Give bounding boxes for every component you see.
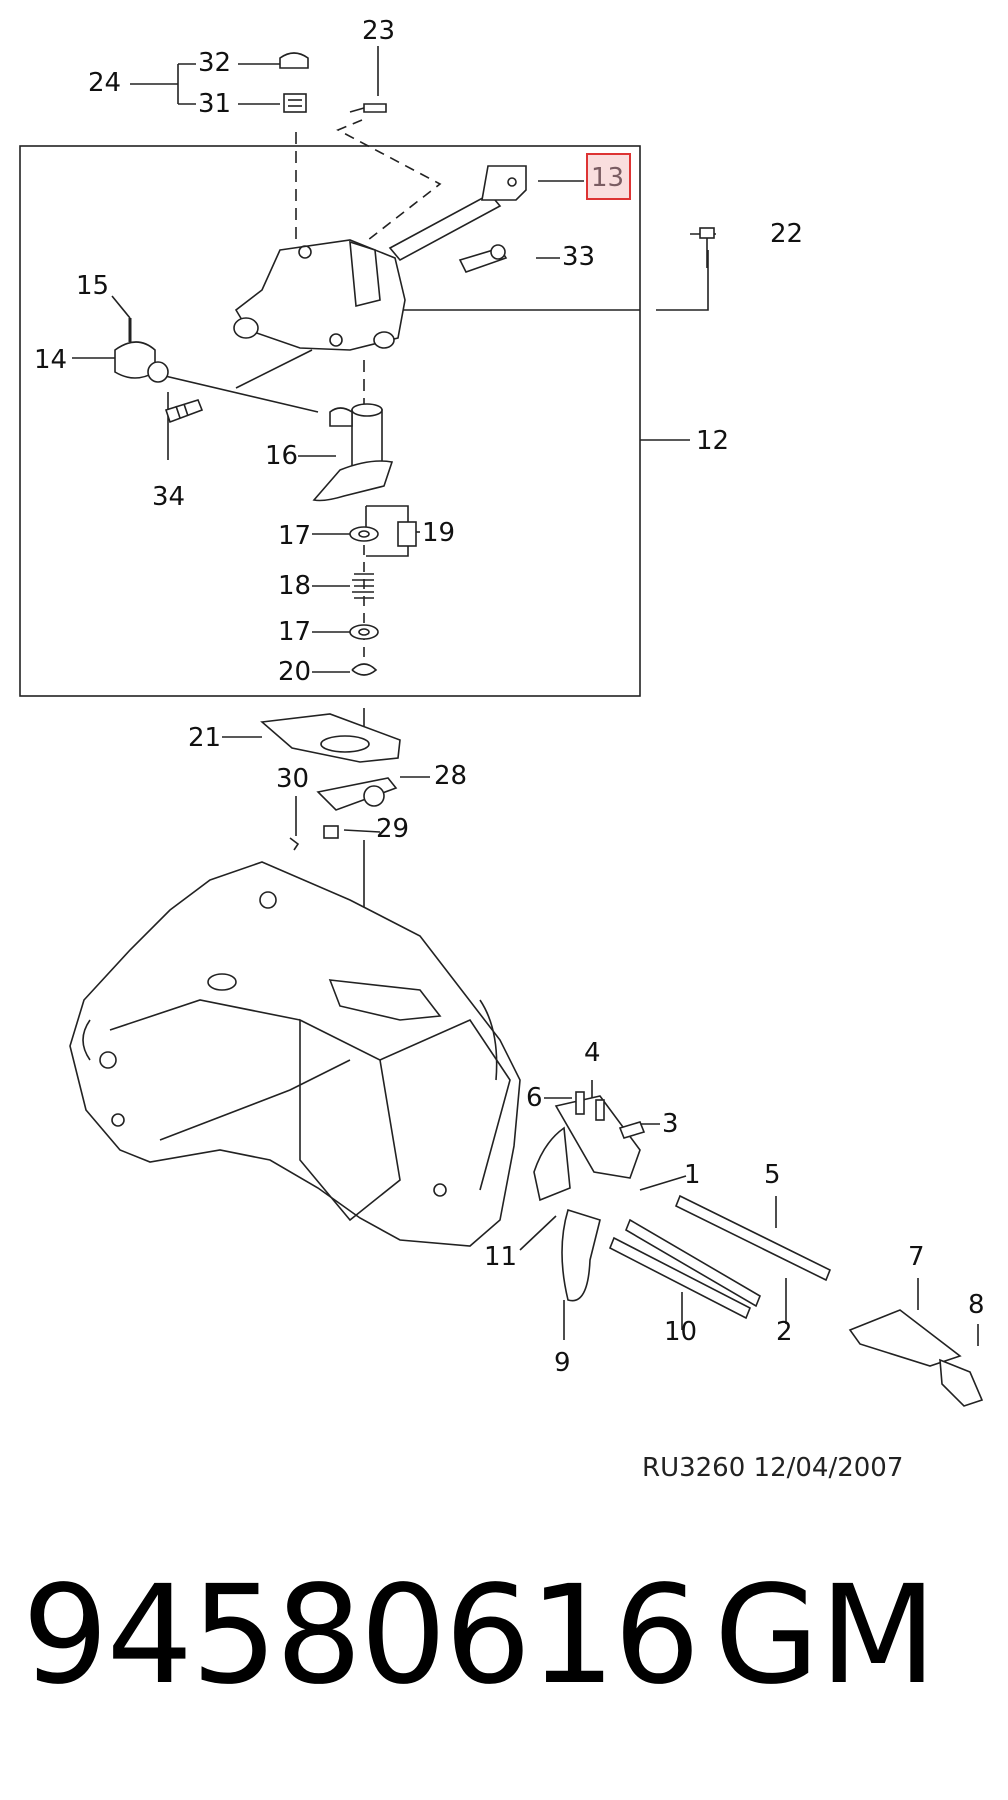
clip-20 [351, 663, 378, 676]
bolt-23 [349, 103, 387, 113]
shift-housing [233, 239, 406, 351]
callout-2: 2 [776, 1317, 793, 1347]
callout-20: 20 [278, 657, 312, 687]
callout-17a: 17 [278, 521, 312, 551]
callout-10: 10 [664, 1317, 698, 1347]
callout-18: 18 [278, 571, 312, 601]
callout-16: 16 [265, 441, 299, 471]
screw-34 [164, 399, 204, 424]
assembly-frame [19, 145, 641, 697]
switch-31 [283, 93, 307, 113]
cap-32 [279, 52, 309, 69]
bushing-19 [397, 521, 417, 547]
callout-28: 28 [434, 761, 468, 791]
lever-16 [312, 403, 394, 502]
pin-33 [458, 244, 508, 273]
callout-1: 1 [684, 1160, 701, 1190]
callout-11: 11 [484, 1242, 518, 1272]
callout-19: 19 [422, 518, 456, 548]
callout-5: 5 [764, 1160, 781, 1190]
callout-12: 12 [696, 426, 730, 456]
callout-22: 22 [770, 219, 804, 249]
brand-name: GM [714, 1557, 937, 1715]
gasket-21 [260, 713, 401, 763]
callout-7: 7 [908, 1242, 925, 1272]
callout-24: 24 [88, 68, 122, 98]
highlight-box-13 [586, 153, 631, 200]
spring-18 [352, 573, 374, 599]
diagram-reference: RU3260 12/04/2007 [642, 1453, 904, 1483]
callout-15: 15 [76, 271, 110, 301]
clip-30 [289, 837, 300, 851]
callout-6: 6 [526, 1083, 543, 1113]
callout-23: 23 [362, 16, 396, 46]
callout-34: 34 [152, 482, 186, 512]
washer-17a [349, 526, 379, 542]
callout-8: 8 [968, 1290, 985, 1320]
callout-33: 33 [562, 242, 596, 272]
lever-28 [316, 777, 398, 811]
callout-30: 30 [276, 764, 310, 794]
shift-forks [533, 1091, 984, 1407]
shift-rod-13 [388, 165, 527, 262]
callout-9: 9 [554, 1348, 571, 1378]
transmission-case [69, 861, 521, 1247]
selector-14 [114, 318, 169, 383]
callout-13: 13 [591, 163, 625, 193]
callout-3: 3 [662, 1109, 679, 1139]
callout-4: 4 [584, 1038, 601, 1068]
bolt-29 [323, 825, 339, 839]
part-number: 94580616 [22, 1557, 700, 1715]
leader-lines [72, 46, 979, 1346]
callout-32: 32 [198, 48, 232, 78]
callout-21: 21 [188, 723, 222, 753]
callout-31: 31 [198, 89, 232, 119]
bolt-22 [699, 227, 715, 268]
callout-17b: 17 [278, 617, 312, 647]
callout-29: 29 [376, 814, 410, 844]
washer-17b [349, 624, 379, 640]
callout-14: 14 [34, 345, 68, 375]
